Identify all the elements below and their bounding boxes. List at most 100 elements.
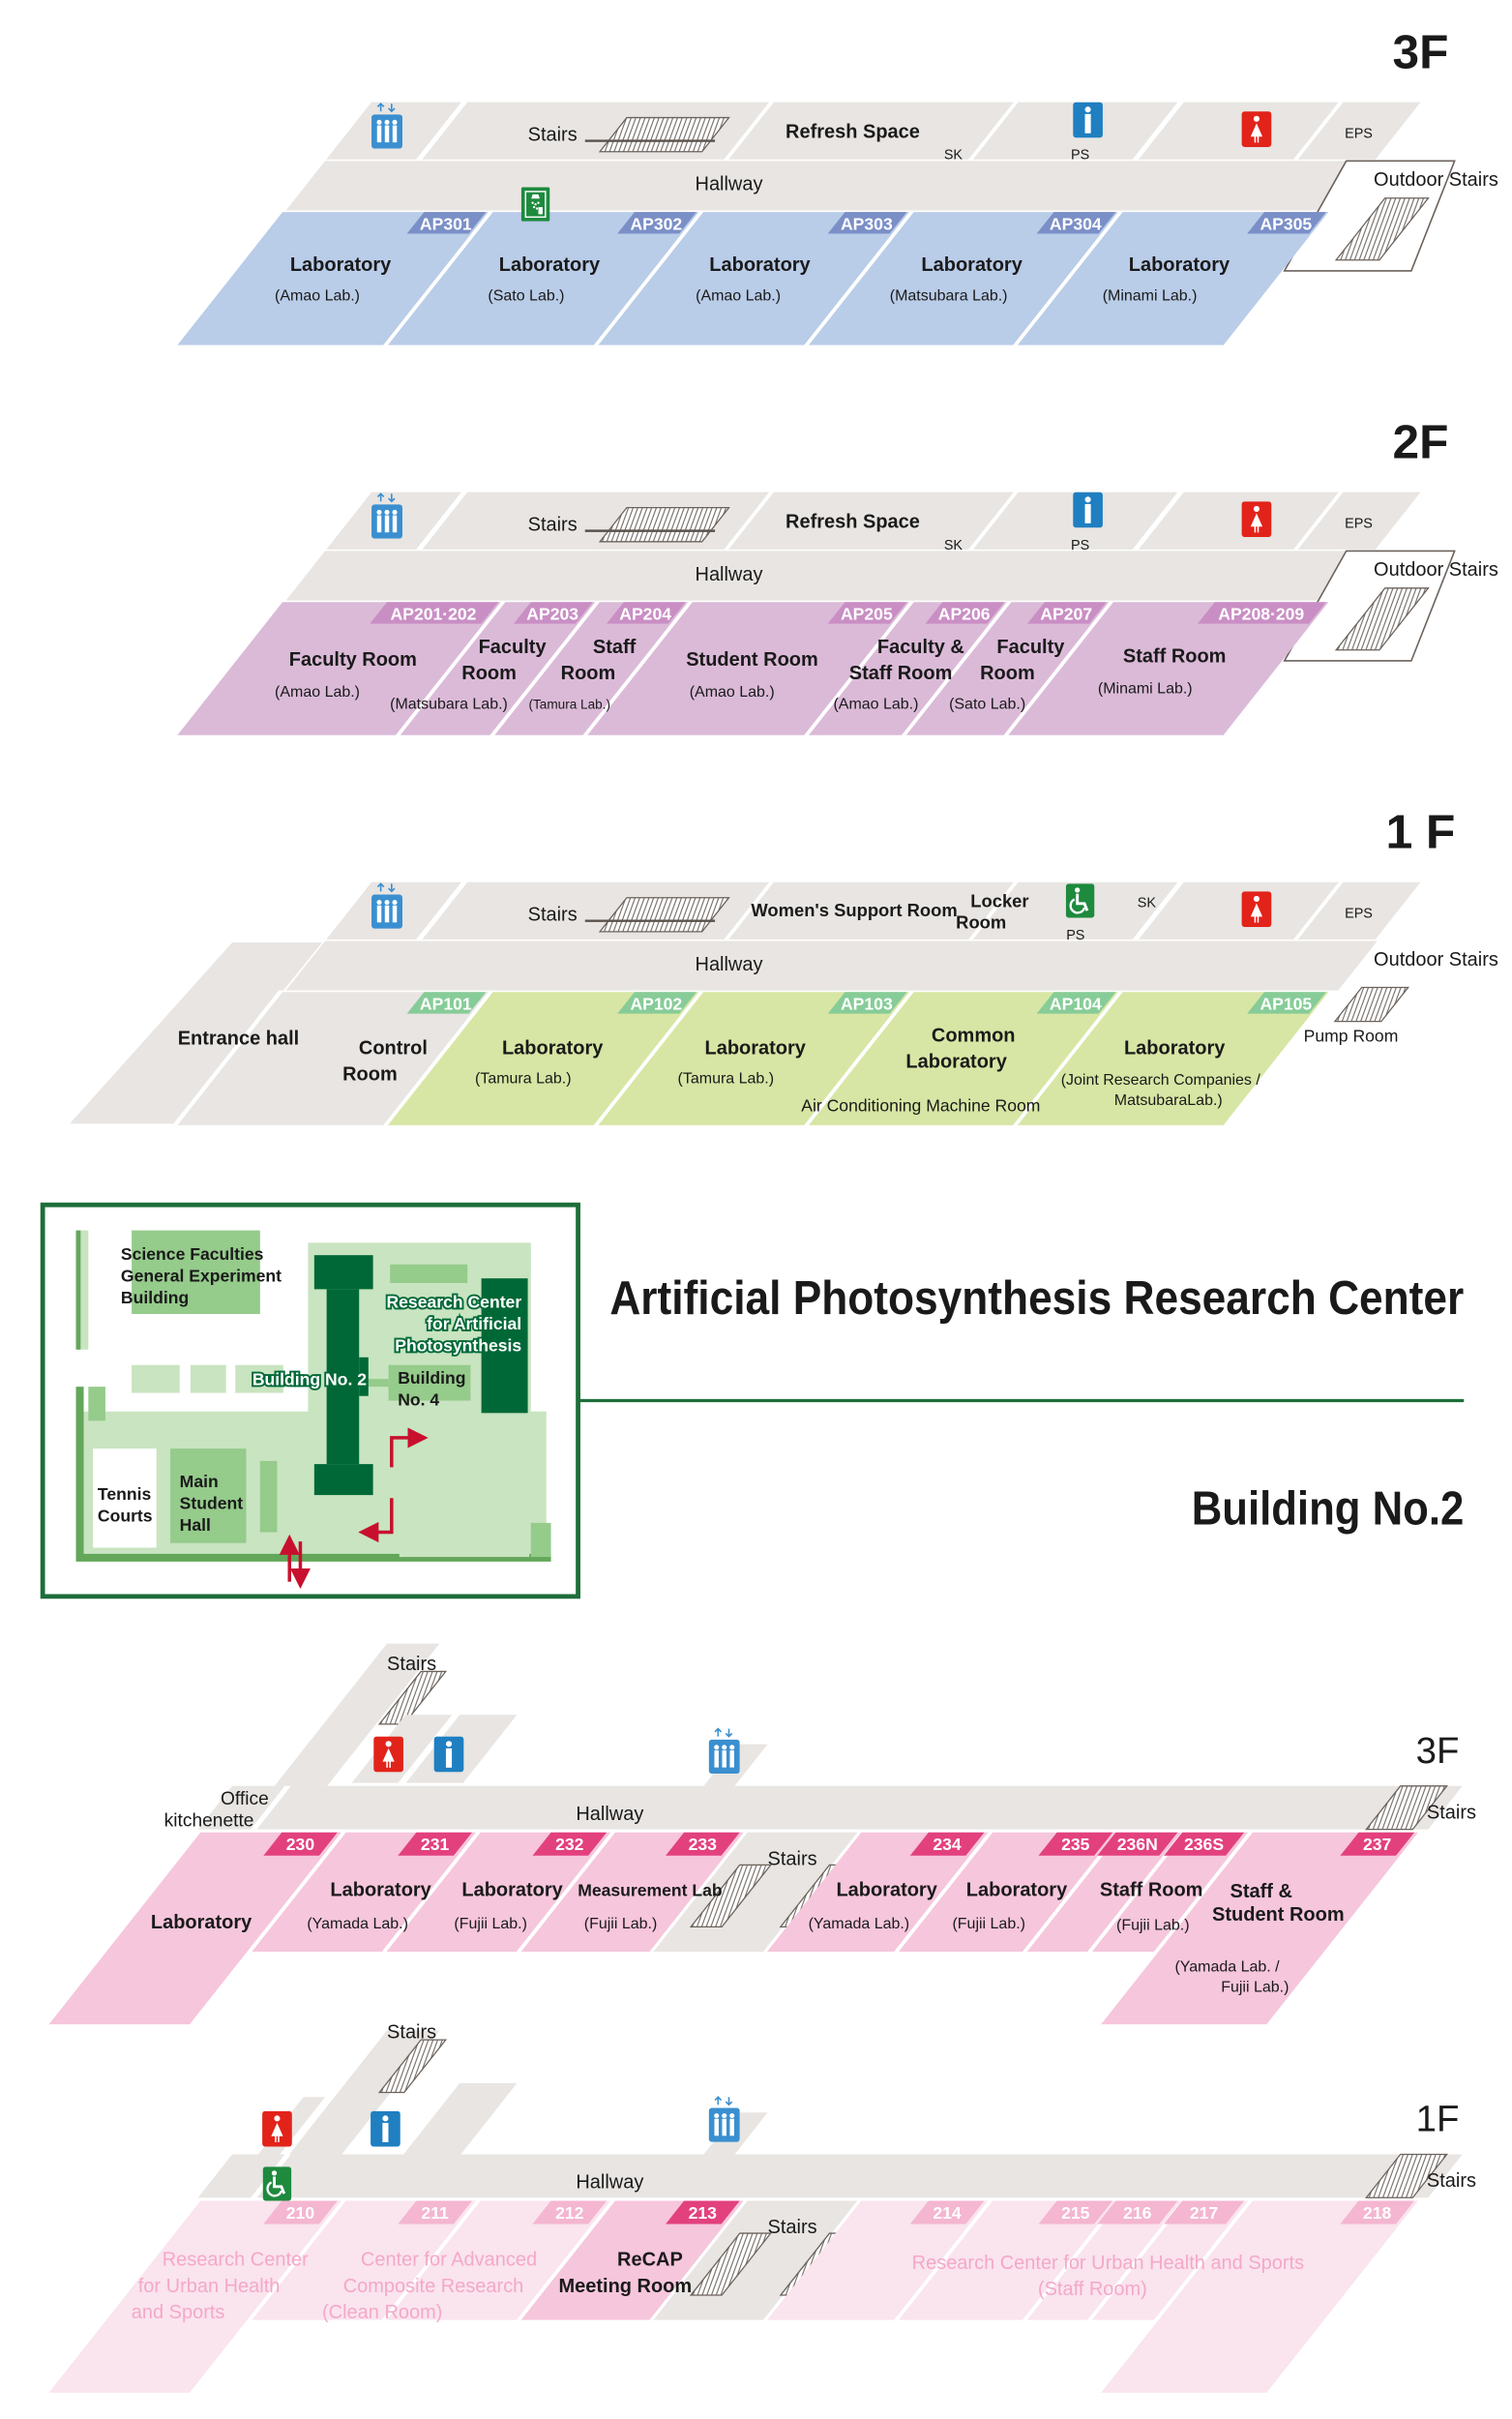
room-lab: (Matsubara Lab.) [890,287,1008,304]
room [494,602,689,735]
outdoor-stairs-hatch [1334,587,1430,651]
room-name: Laboratory [709,254,810,276]
outdoor-stairs-label: Outdoor Stairs [1374,169,1498,191]
route-arrow [390,1427,429,1468]
room-number-tag: AP301 [420,215,472,234]
room-name: Faculty [479,637,547,658]
toilet-women-icon [1241,501,1272,538]
stairs-label: Stairs [528,125,578,146]
room-number-tag: AP104 [1050,995,1102,1014]
stairs-label: Stairs [387,1654,436,1675]
room-name: Laboratory [461,1879,562,1900]
room [1017,992,1329,1125]
room-name: Student Room [686,649,818,671]
room-name: Common [932,1025,1016,1046]
room-name: Faculty & [877,637,964,658]
room [598,212,909,345]
campus-block [190,1364,226,1393]
hallway-label: Hallway [696,954,763,975]
pump-room-stairs [1333,986,1410,1023]
room-lab: (Amao Lab.) [696,287,781,304]
floor-label: 1 F [1386,805,1456,859]
room-number-tag: 230 [286,1835,315,1854]
room-name: Laboratory [705,1037,806,1059]
room [252,1832,476,1952]
hallway-end-stairs [1365,1785,1448,1831]
room-name: Laboratory [836,1879,936,1900]
room-name: Staff [593,637,637,658]
pump-room-label: Pump Room [1304,1026,1399,1045]
room-name: Faculty Room [289,649,417,671]
room-number-tag: AP103 [841,995,893,1014]
floor-label: 1F [1416,2098,1460,2139]
stairs-hatch [689,1864,773,1928]
office-kitchenette-label: kitchenette [164,1810,254,1831]
building-4 [388,1364,471,1401]
hallway-label: Hallway [696,564,763,585]
room-name: Student Room [1212,1904,1345,1926]
room-tag [666,1832,740,1856]
room [767,1832,989,1952]
office-kitchenette-label: Office [221,1789,269,1809]
map-label-building-2: Building No. 2 [252,1370,367,1389]
accessible-room [197,2154,285,2198]
entrance-hall [70,942,322,1124]
building-2 [359,1357,369,1396]
sk-label: SK [944,148,964,164]
outdoor-stairs-label: Outdoor Stairs [1374,559,1498,581]
stairs-hatch [377,2039,448,2094]
room-tag [1340,2200,1415,2225]
campus-block [259,1460,278,1533]
room-name: Laboratory [905,1052,1006,1073]
campus-block [88,1387,105,1421]
emergency-shower-icon [520,187,551,222]
room-tag [370,602,499,624]
toilet-men-icon [371,2110,400,2147]
hallway [285,941,1378,991]
room-name: ReCAP [617,2250,683,2271]
room-lab: (Yamada Lab. / [1174,1959,1280,1976]
room [905,602,1110,735]
room-lab: (Yamada Lab.) [307,1916,408,1932]
eps-label: EPS [1345,126,1373,141]
room-number-tag: AP203 [526,605,578,624]
room-tag [514,602,593,624]
room-number-tag: 212 [555,2203,584,2223]
room-number-tag: AP208·209 [1218,605,1304,624]
room-number-tag: 236S [1184,1835,1224,1854]
locker-room-label: Room [956,912,1006,933]
stairs-hatch [689,2232,773,2296]
room-tag [1038,2200,1113,2225]
room-tag [263,1832,338,1856]
room [1091,1832,1249,1952]
room [767,2200,989,2320]
room-number-tag: AP204 [619,605,671,624]
toilet-women-room [1139,881,1339,940]
room [1101,2200,1419,2393]
room-tag [1038,1832,1113,1856]
room-name: Measurement Lab [578,1880,723,1899]
map-label-research-center: Research Center [386,1293,521,1312]
room-number-tag: AP105 [1260,995,1312,1014]
room-tag [398,2200,472,2225]
eps-label: EPS [1345,516,1373,531]
ps-label: PS [1066,928,1084,943]
toilet-women-icon [262,2110,292,2147]
eps-room [1297,102,1421,160]
floor-label: 1 F [1386,805,1456,859]
room [809,602,1007,735]
corridor [288,2030,440,2155]
room [177,992,489,1125]
hallway-label: Hallway [696,174,763,195]
room-number-tag: 232 [555,1835,584,1854]
room-number-tag: AP207 [1040,605,1092,624]
map-label-main-hall: Main [180,1472,219,1491]
room-number-tag: 233 [689,1835,718,1854]
room [386,1832,611,1952]
connector [368,1379,389,1388]
room-number-tag: 234 [933,1835,962,1854]
room-lab: (Minami Lab.) [1098,681,1193,698]
room-number-tag: AP102 [630,995,682,1014]
stairs-label: Stairs [528,515,578,536]
campus-block [390,1264,468,1283]
